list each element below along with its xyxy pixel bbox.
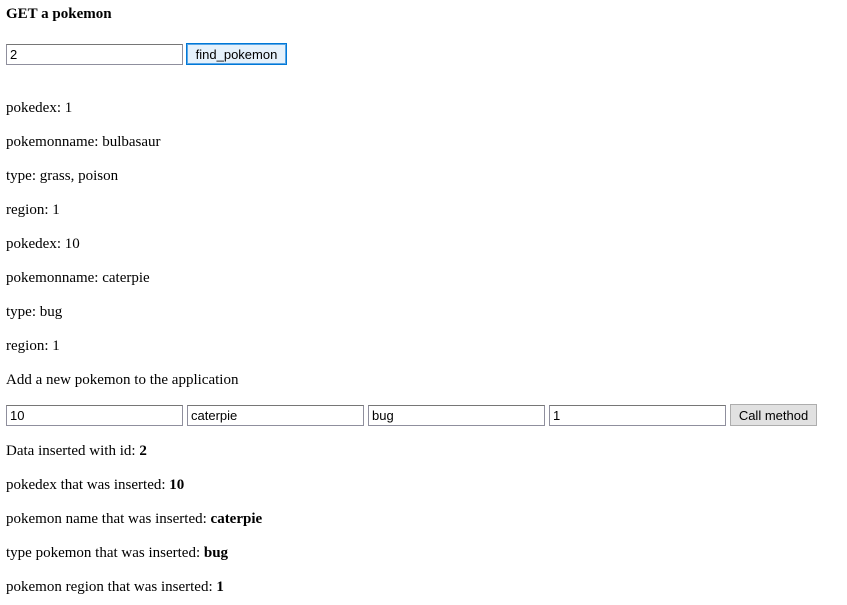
inserted-line-name: pokemon name that was inserted: caterpie (6, 510, 262, 528)
result-label: pokedex: (6, 236, 61, 252)
result-value: bulbasaur (102, 134, 161, 150)
result-value: 10 (64, 236, 80, 252)
result-label: region: (6, 202, 49, 218)
result-line-region-1: region: 1 (6, 201, 60, 219)
pokemon-type-input[interactable] (368, 405, 545, 426)
result-line-pokedex-2: pokedex: 10 (6, 235, 80, 253)
get-pokemon-heading: GET a pokemon (6, 6, 112, 22)
inserted-value: 10 (169, 477, 185, 493)
result-line-region-2: region: 1 (6, 337, 60, 355)
result-line-type-2: type: bug (6, 303, 62, 321)
find-pokemon-button[interactable]: find_pokemon (186, 43, 287, 65)
result-label: pokedex: (6, 100, 61, 116)
result-value: 1 (64, 100, 73, 116)
inserted-line-id: Data inserted with id: 2 (6, 442, 147, 460)
inserted-value: caterpie (210, 511, 263, 527)
inserted-label: pokemon region that was inserted: (6, 579, 213, 595)
result-label: pokemonname: (6, 134, 99, 150)
pokedex-input[interactable] (6, 405, 183, 426)
inserted-value: 1 (216, 579, 224, 595)
inserted-label: Data inserted with id: (6, 443, 136, 459)
result-value: 1 (52, 338, 60, 354)
inserted-line-region: pokemon region that was inserted: 1 (6, 578, 224, 596)
inserted-line-type: type pokemon that was inserted: bug (6, 544, 228, 562)
result-value: bug (39, 304, 63, 320)
result-line-name-2: pokemonname: caterpie (6, 269, 150, 287)
inserted-value: 2 (139, 443, 147, 459)
add-pokemon-heading: Add a new pokemon to the application (6, 372, 239, 388)
inserted-line-pokedex: pokedex that was inserted: 10 (6, 476, 184, 494)
result-line-type-1: type: grass, poison (6, 167, 118, 185)
pokemon-name-input[interactable] (187, 405, 364, 426)
result-label: type: (6, 168, 36, 184)
result-line-name-1: pokemonname: bulbasaur (6, 133, 161, 151)
result-label: pokemonname: (6, 270, 99, 286)
result-label: type: (6, 304, 36, 320)
result-line-pokedex-1: pokedex: 1 (6, 99, 72, 117)
inserted-label: pokemon name that was inserted: (6, 511, 207, 527)
inserted-value: bug (203, 545, 229, 561)
pokemon-id-input[interactable] (6, 44, 183, 65)
result-label: region: (6, 338, 49, 354)
result-value: 1 (52, 202, 60, 218)
result-value: caterpie (102, 270, 150, 286)
pokemon-region-input[interactable] (549, 405, 726, 426)
inserted-label: type pokemon that was inserted: (6, 545, 201, 561)
call-method-button[interactable]: Call method (730, 404, 817, 426)
result-value: grass, poison (39, 168, 119, 184)
inserted-label: pokedex that was inserted: (6, 477, 166, 493)
